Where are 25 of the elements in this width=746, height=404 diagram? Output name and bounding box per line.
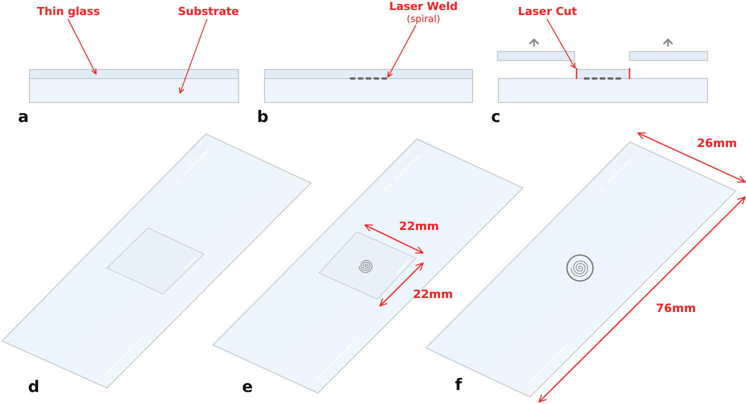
dimension-label: 22mm <box>399 218 439 232</box>
panel-label: b <box>257 108 268 124</box>
callout-label: Substrate <box>178 4 239 18</box>
dimension-label: 76mm <box>656 300 696 314</box>
callout-label: Laser Weld <box>389 0 458 14</box>
panel-label: d <box>28 378 40 395</box>
callout-note: (spiral) <box>406 14 440 25</box>
thin-glass-layer <box>29 69 239 79</box>
callout-label: Laser Cut <box>518 4 577 18</box>
leader-line <box>68 18 96 74</box>
substrate-layer <box>264 78 473 103</box>
dimension-label: 22mm <box>413 286 453 300</box>
panel-label: c <box>491 108 500 124</box>
leader-line <box>546 18 576 68</box>
leader-line <box>388 24 416 78</box>
substrate-layer <box>29 78 239 103</box>
leader-line <box>178 18 208 94</box>
substrate-layer <box>498 78 708 103</box>
dimension-label: 26mm <box>697 136 737 150</box>
weld-line <box>350 77 387 80</box>
panel-label: f <box>455 376 462 393</box>
cut-edge <box>576 68 578 79</box>
panel-label: a <box>18 108 29 124</box>
callout-label: Thin glass <box>37 4 100 18</box>
panel-label: e <box>242 378 253 395</box>
